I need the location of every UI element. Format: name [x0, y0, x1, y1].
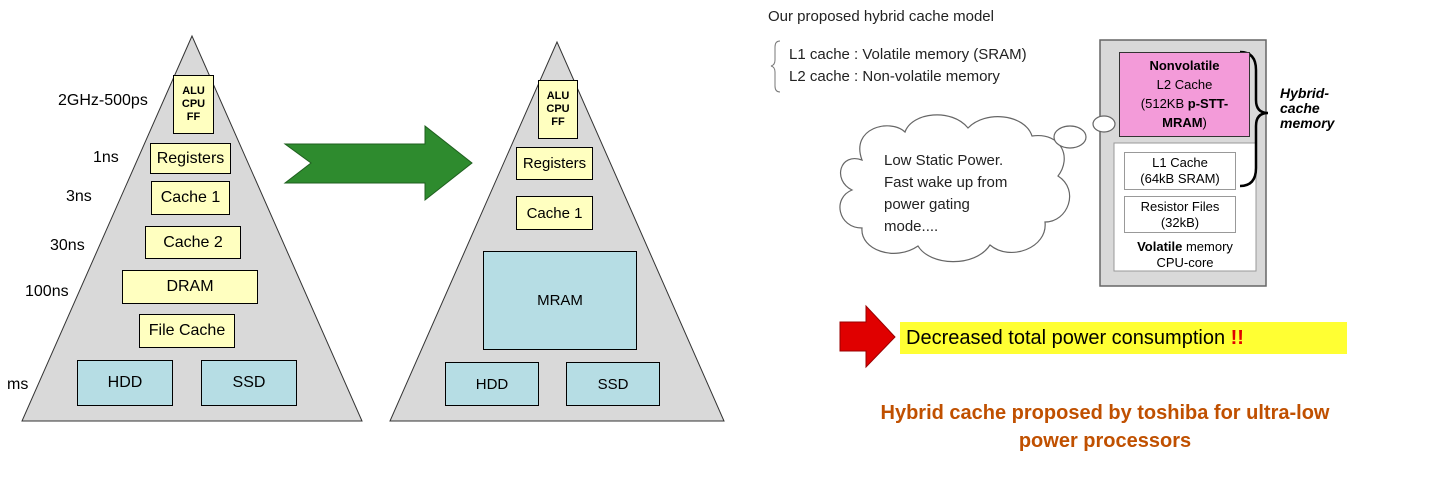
nv-title: Nonvolatile [1149, 58, 1220, 73]
left-registers-box: Registers [150, 143, 231, 174]
decreased-power-banner: Decreased total power consumption !! [900, 322, 1347, 354]
right-ssd-box: SSD [566, 362, 660, 406]
l1-cache-line2: (64kB SRAM) [1140, 171, 1220, 186]
resistor-files-box: Resistor Files (32kB) [1124, 196, 1236, 233]
left-alu-box: ALU CPU FF [173, 75, 214, 134]
nv-line3: MRAM) [1162, 115, 1207, 130]
nonvolatile-l2-box: Nonvolatile L2 Cache (512KB p-STT- MRAM) [1119, 52, 1250, 137]
green-arrow-icon [283, 124, 473, 202]
nv-line1: L2 Cache [1156, 77, 1213, 92]
exclamation-text: !! [1230, 327, 1244, 349]
right-cache1-box: Cache 1 [516, 196, 593, 230]
right-mram-box: MRAM [483, 251, 637, 350]
right-registers-box: Registers [516, 147, 593, 180]
resistor-line2: (32kB) [1160, 215, 1200, 230]
latency-registers-label: 1ns [93, 149, 119, 166]
nv-line2: (512KB p-STT- [1140, 96, 1229, 111]
cloud-line: power gating [884, 196, 970, 213]
latency-alu-label: 2GHz-500ps [58, 92, 148, 109]
right-pyramid-shape [389, 40, 725, 422]
left-hdd-box: HDD [77, 360, 173, 406]
latency-cache2-label: 30ns [50, 237, 85, 254]
caption-line2: power processors [1018, 430, 1192, 452]
thought-cloud-shape [839, 114, 1116, 263]
cloud-text: Low Static Power. Fast wake up from powe… [884, 150, 1007, 238]
latency-storage-label: ms [7, 376, 29, 393]
caption: Hybrid cache proposed by toshiba for ult… [800, 399, 1410, 455]
hybrid-model-title: Our proposed hybrid cache model [768, 8, 994, 25]
l1-cache-box: L1 Cache (64kB SRAM) [1124, 152, 1236, 190]
hybrid-cache-memory-label: Hybrid- cache memory [1280, 85, 1335, 131]
right-hdd-box: HDD [445, 362, 539, 406]
decreased-power-text: Decreased total power consumption [906, 327, 1231, 349]
cpu-core-label: CPU-core [1156, 255, 1214, 270]
left-cache1-box: Cache 1 [151, 181, 230, 215]
l1-description: L1 cache : Volatile memory (SRAM) [789, 46, 1027, 63]
cloud-line: Fast wake up from [884, 174, 1008, 191]
left-brace-shape [770, 40, 781, 93]
volatile-line: Volatile memory [1137, 239, 1233, 254]
l1-cache-line1: L1 Cache [1152, 155, 1208, 170]
latency-cache1-label: 3ns [66, 188, 92, 205]
left-dram-box: DRAM [122, 270, 258, 304]
volatile-memory-label: Volatile memory CPU-core [1114, 239, 1256, 271]
left-ssd-box: SSD [201, 360, 297, 406]
right-alu-box: ALU CPU FF [538, 80, 578, 139]
cloud-line: mode.... [884, 218, 939, 235]
left-file-cache-box: File Cache [139, 314, 235, 348]
l2-description: L2 cache : Non-volatile memory [789, 68, 1000, 85]
cloud-line: Low Static Power. [884, 152, 1004, 169]
caption-line1: Hybrid cache proposed by toshiba for ult… [880, 402, 1330, 424]
hybrid-brace-shape [1239, 50, 1269, 188]
left-cache2-box: Cache 2 [145, 226, 241, 259]
red-arrow-icon [839, 304, 896, 369]
latency-dram-label: 100ns [25, 283, 69, 300]
resistor-line1: Resistor Files [1140, 199, 1220, 214]
